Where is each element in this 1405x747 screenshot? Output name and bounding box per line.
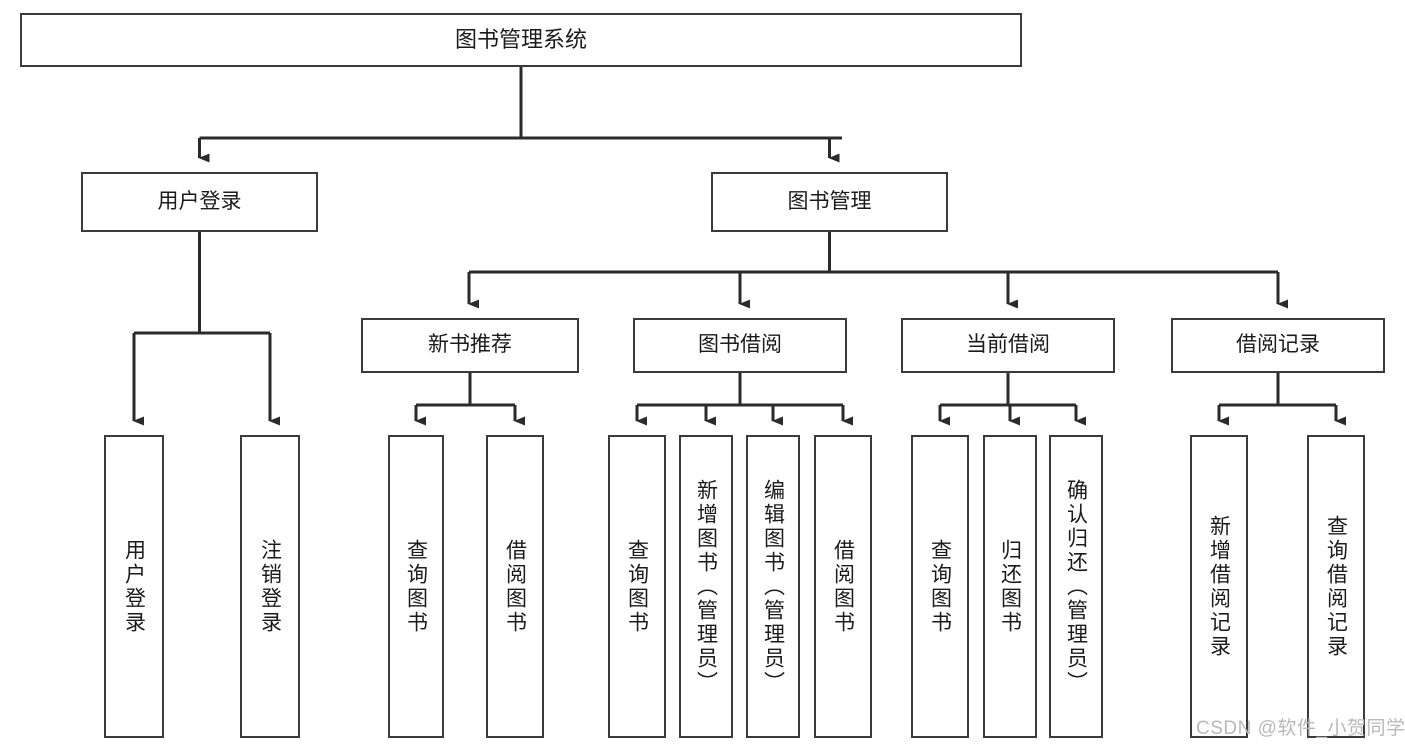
node-leaf-edit-book-label: 编辑图书（管理员） [761,478,785,695]
node-leaf-borrow-book-rec[interactable]: 借阅图书 [486,435,544,738]
node-new-book-recommend[interactable]: 新书推荐 [361,318,579,373]
node-leaf-add-record[interactable]: 新增借阅记录 [1190,435,1248,738]
watermark: CSDN @软件_小贺同学 [1196,718,1405,739]
node-leaf-add-record-label: 新增借阅记录 [1207,514,1231,659]
node-leaf-query-book-cur[interactable]: 查询图书 [911,435,969,738]
node-book-borrow-label: 图书借阅 [698,333,782,357]
node-leaf-query-record[interactable]: 查询借阅记录 [1307,435,1365,738]
node-root[interactable]: 图书管理系统 [20,13,1022,67]
node-leaf-query-book-cur-label: 查询图书 [928,538,952,635]
node-leaf-edit-book[interactable]: 编辑图书（管理员） [746,435,800,738]
node-leaf-add-book-label: 新增图书（管理员） [694,478,718,695]
node-leaf-borrow-book[interactable]: 借阅图书 [814,435,872,738]
node-leaf-query-record-label: 查询借阅记录 [1324,514,1348,659]
node-book-borrow[interactable]: 图书借阅 [633,318,847,373]
node-book-manage-label: 图书管理 [787,189,872,213]
node-borrow-record[interactable]: 借阅记录 [1171,318,1385,373]
node-current-borrow[interactable]: 当前借阅 [901,318,1115,373]
node-leaf-user-login[interactable]: 用户登录 [104,435,164,738]
node-current-borrow-label: 当前借阅 [966,333,1050,357]
node-root-label: 图书管理系统 [454,27,587,53]
node-leaf-borrow-book-rec-label: 借阅图书 [503,538,527,635]
node-leaf-query-book-rec[interactable]: 查询图书 [388,435,444,738]
node-leaf-logout[interactable]: 注销登录 [240,435,300,738]
node-leaf-confirm-return-label: 确认归还（管理员） [1064,478,1088,695]
node-leaf-query-book-borrow-label: 查询图书 [625,538,649,635]
node-leaf-logout-label: 注销登录 [258,538,282,635]
node-user-login-label: 用户登录 [157,189,242,213]
node-leaf-return-book[interactable]: 归还图书 [983,435,1037,738]
node-new-book-recommend-label: 新书推荐 [428,333,512,357]
node-user-login[interactable]: 用户登录 [81,172,318,232]
node-leaf-query-book-rec-label: 查询图书 [404,538,428,635]
node-leaf-add-book[interactable]: 新增图书（管理员） [679,435,733,738]
node-book-manage[interactable]: 图书管理 [711,172,948,232]
node-leaf-query-book-borrow[interactable]: 查询图书 [608,435,666,738]
node-leaf-confirm-return[interactable]: 确认归还（管理员） [1049,435,1103,738]
node-borrow-record-label: 借阅记录 [1236,333,1320,357]
node-leaf-borrow-book-label: 借阅图书 [831,538,855,635]
node-leaf-return-book-label: 归还图书 [998,538,1022,635]
node-leaf-user-login-label: 用户登录 [122,538,146,635]
